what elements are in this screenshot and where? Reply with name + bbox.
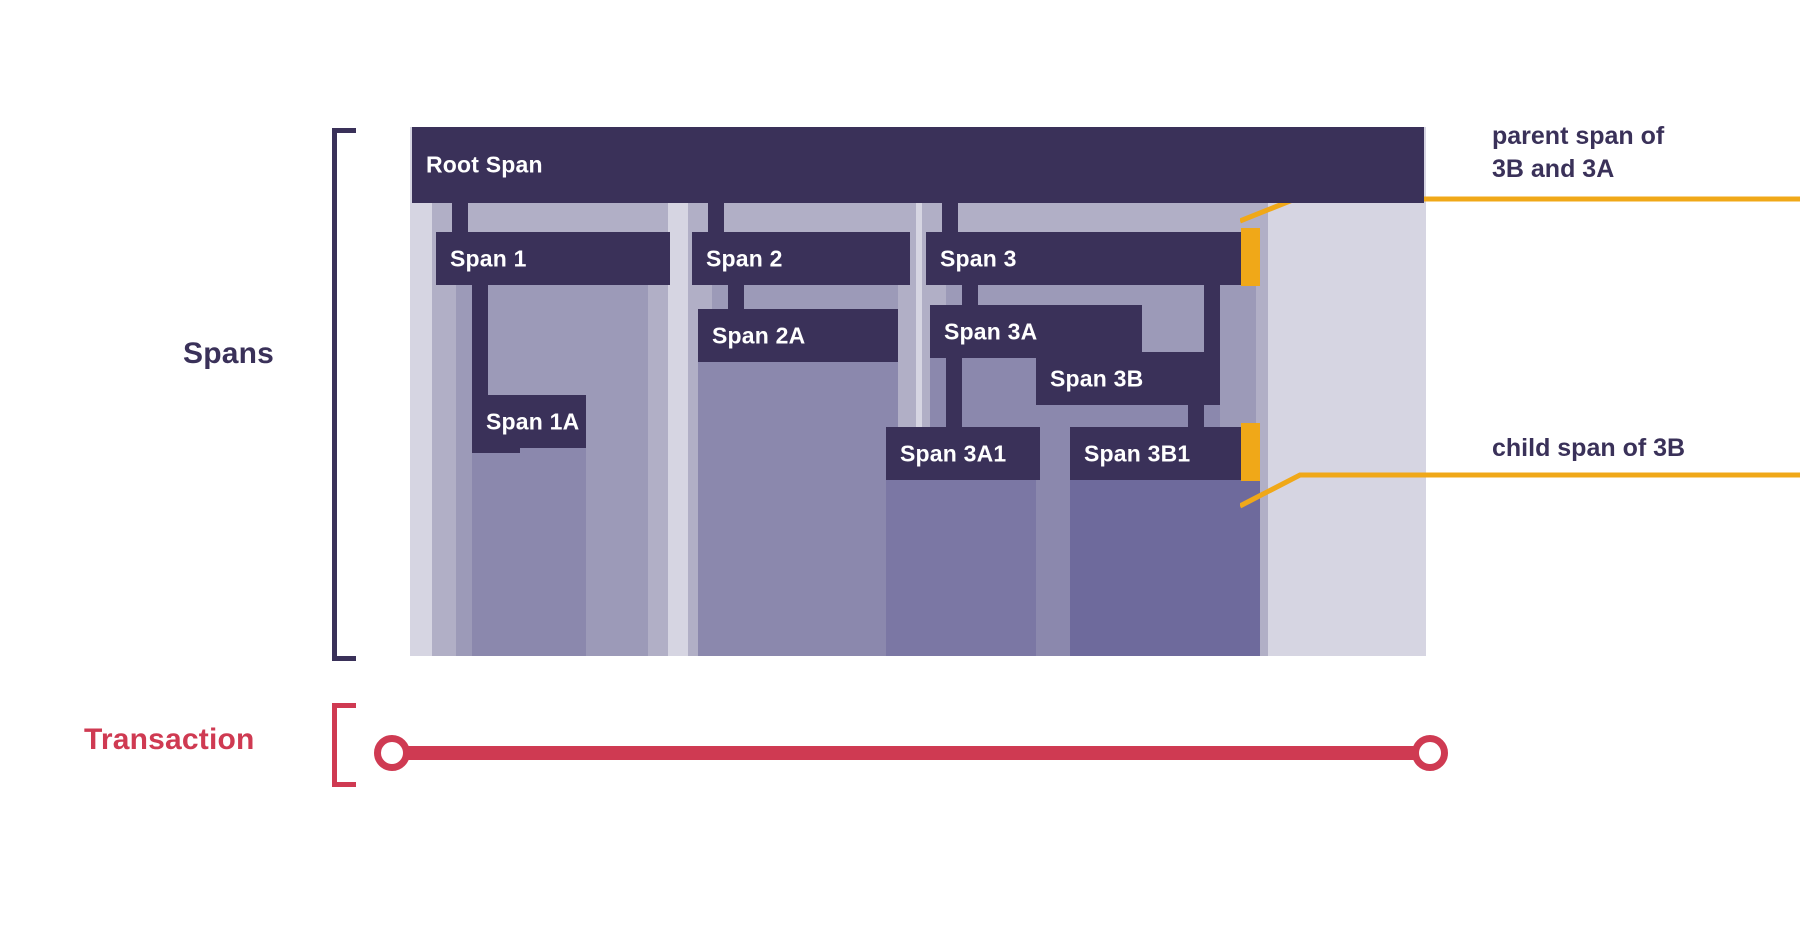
span-label-1a: Span 1A [486, 408, 580, 434]
transaction-line [392, 746, 1430, 760]
span-bar-3a[interactable]: Span 3A [930, 305, 1142, 358]
span-bar-3b1[interactable]: Span 3B1 [1070, 427, 1260, 480]
span-bar-root[interactable]: Root Span [412, 127, 1424, 203]
marker-parent-span-3 [1241, 228, 1260, 286]
spans-section-label: Spans [183, 337, 275, 370]
transaction-start-dot [374, 735, 410, 771]
span-label-root: Root Span [426, 151, 543, 178]
span-block-2a [698, 362, 898, 656]
annotation-child-span: child span of 3B [1492, 434, 1686, 462]
span-label-3b1: Span 3B1 [1084, 440, 1191, 466]
span-label-1: Span 1 [450, 245, 527, 271]
span-label-2a: Span 2A [712, 322, 806, 348]
leader-line-child [1240, 472, 1800, 509]
annotation-parent-span: parent span of 3B and 3A [1492, 122, 1665, 183]
span-bar-3[interactable]: Span 3 [926, 232, 1260, 285]
span-block-1a [472, 448, 586, 656]
transaction-section-label: Transaction [84, 723, 255, 756]
span-label-3a: Span 3A [944, 318, 1038, 344]
span-bar-3b[interactable]: Span 3B [1036, 352, 1220, 405]
span-label-3a1: Span 3A1 [900, 440, 1007, 466]
span-bar-2a[interactable]: Span 2A [698, 309, 898, 362]
spans-bracket [332, 128, 356, 661]
span-label-3: Span 3 [940, 245, 1017, 271]
span-bar-1[interactable]: Span 1 [436, 232, 670, 285]
span-bar-2[interactable]: Span 2 [692, 232, 910, 285]
marker-child-span-3b1 [1241, 423, 1260, 481]
transaction-bar[interactable] [374, 735, 1448, 771]
span-label-3b: Span 3B [1050, 365, 1144, 391]
span-block-3a1 [886, 480, 1040, 656]
span-bar-1a[interactable]: Span 1A [472, 395, 586, 448]
transaction-bracket [332, 703, 356, 787]
transaction-end-dot [1412, 735, 1448, 771]
span-block-3b1 [1070, 480, 1260, 656]
span-label-2: Span 2 [706, 245, 783, 271]
span-bar-3a1[interactable]: Span 3A1 [886, 427, 1040, 480]
